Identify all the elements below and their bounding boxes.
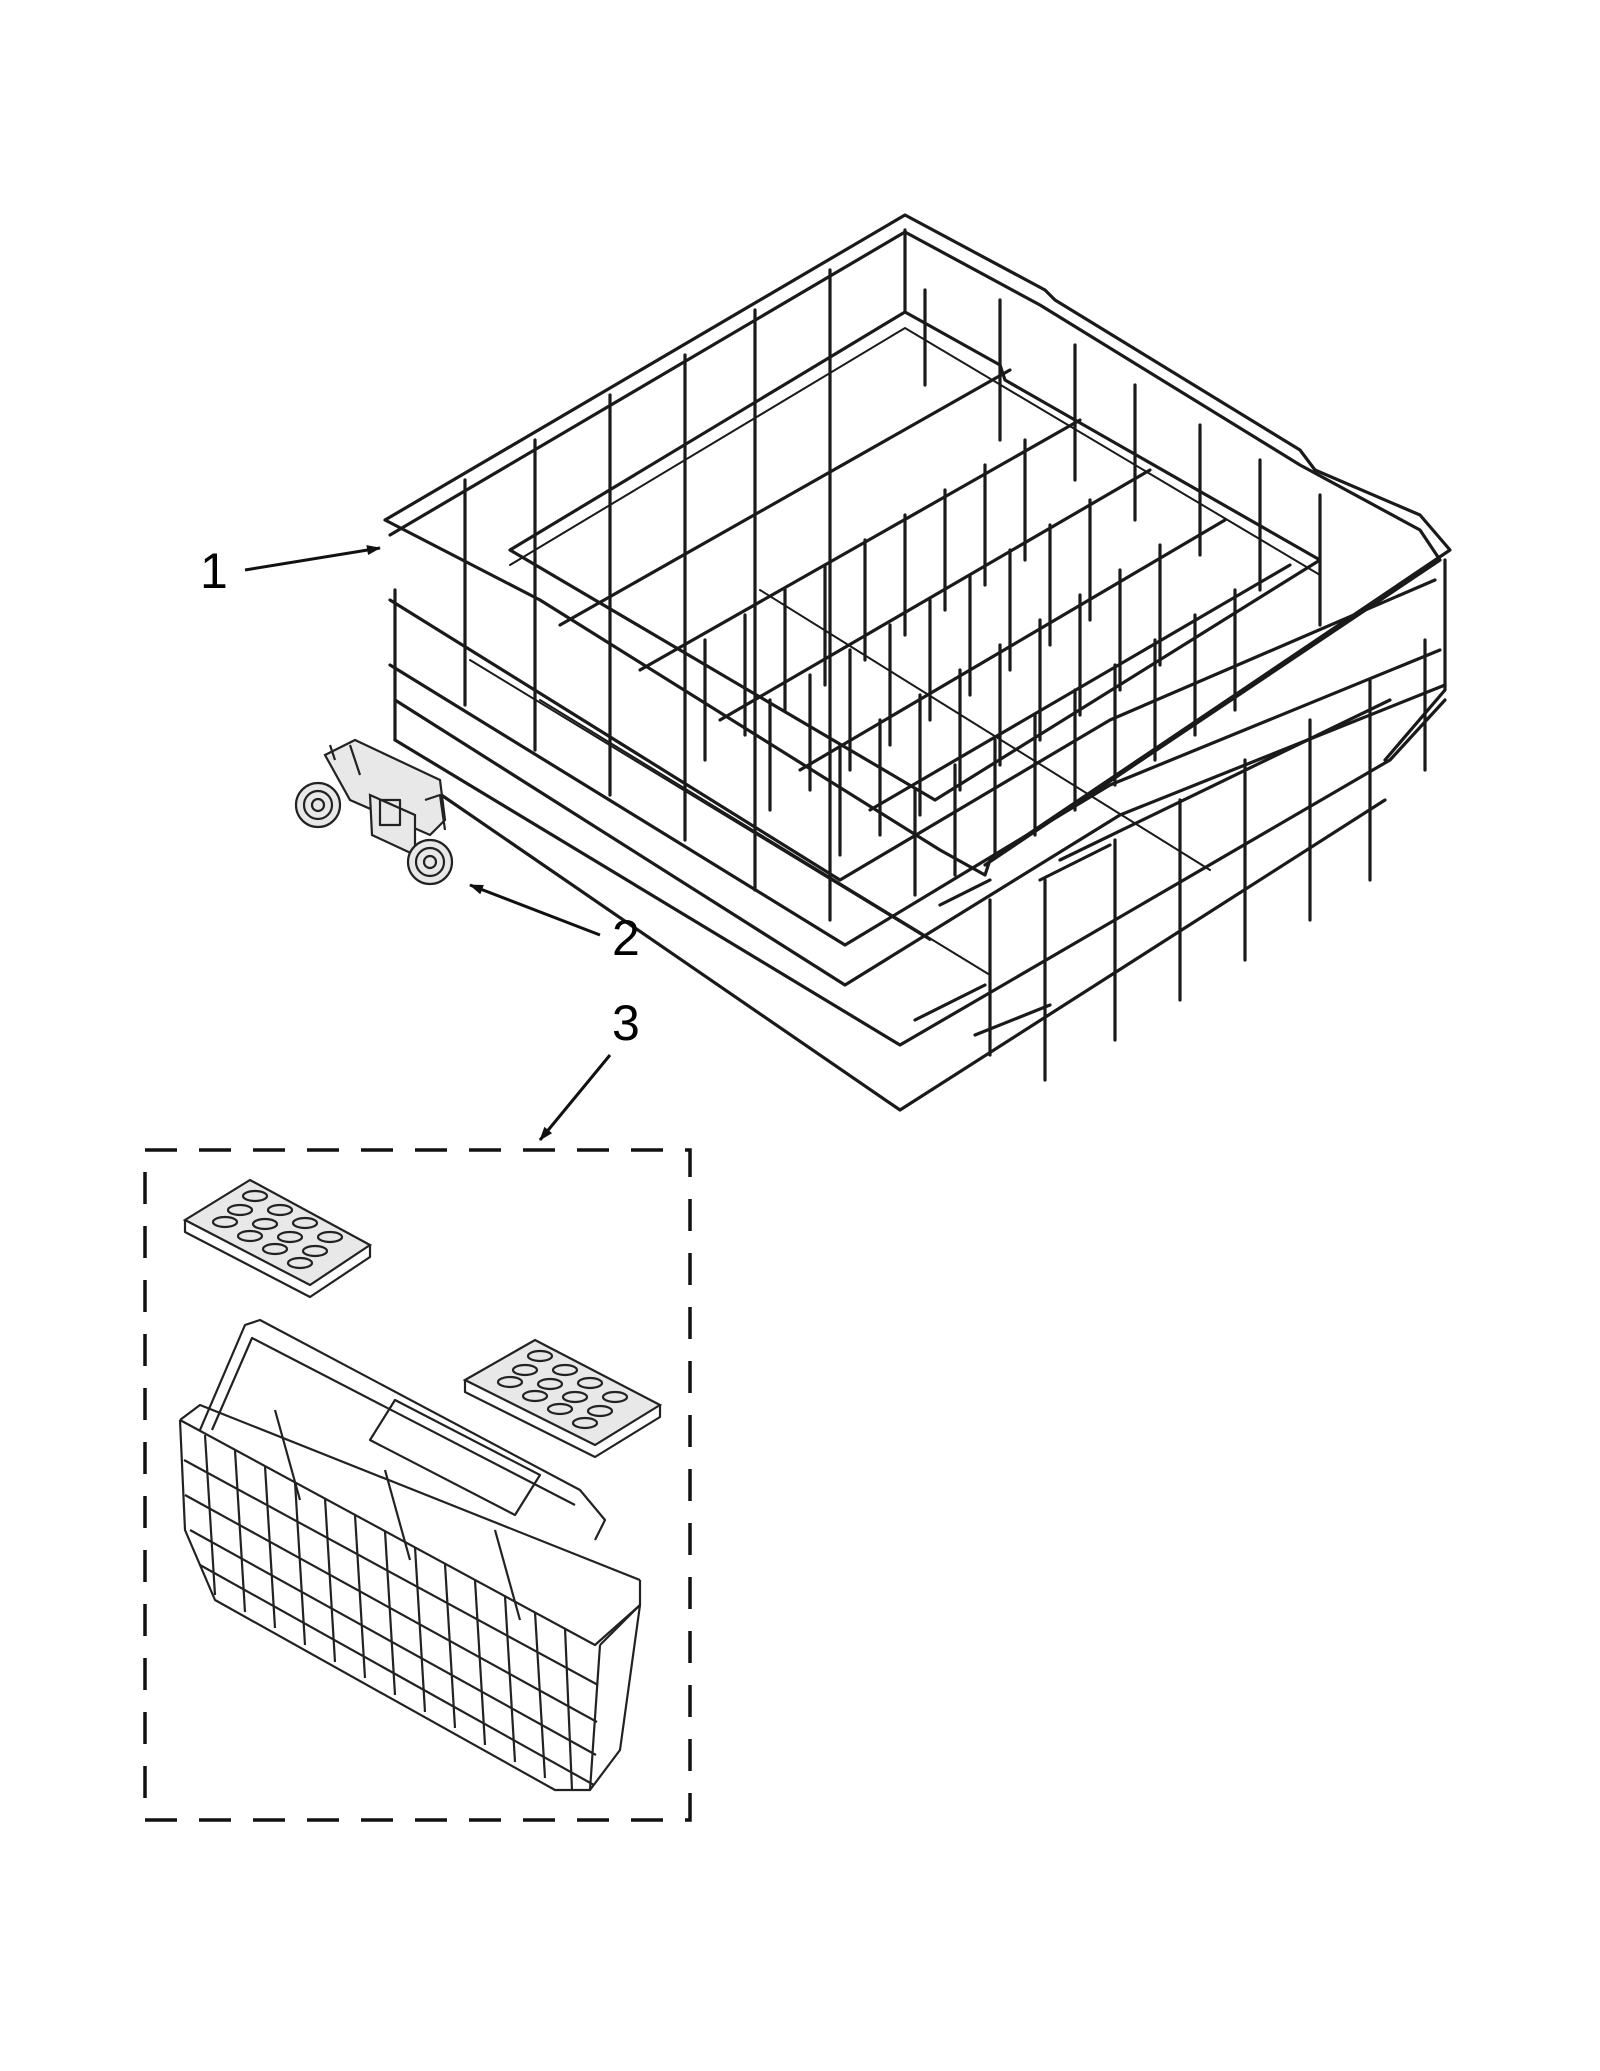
basket-lid-right [462,1338,663,1459]
silverware-basket [178,1318,642,1792]
callout-label-1: 1 [200,543,228,599]
callout-leader-1 [244,545,381,572]
kit-boundary [143,1148,692,1822]
callout-label-3: 3 [612,995,640,1051]
wheel-assembly [294,738,454,886]
dishrack [383,213,1452,1112]
callout-label-2: 2 [612,910,640,966]
callout-leader-2 [469,883,601,937]
callout-leader-3 [538,1054,612,1141]
basket-lid-left [182,1178,373,1299]
